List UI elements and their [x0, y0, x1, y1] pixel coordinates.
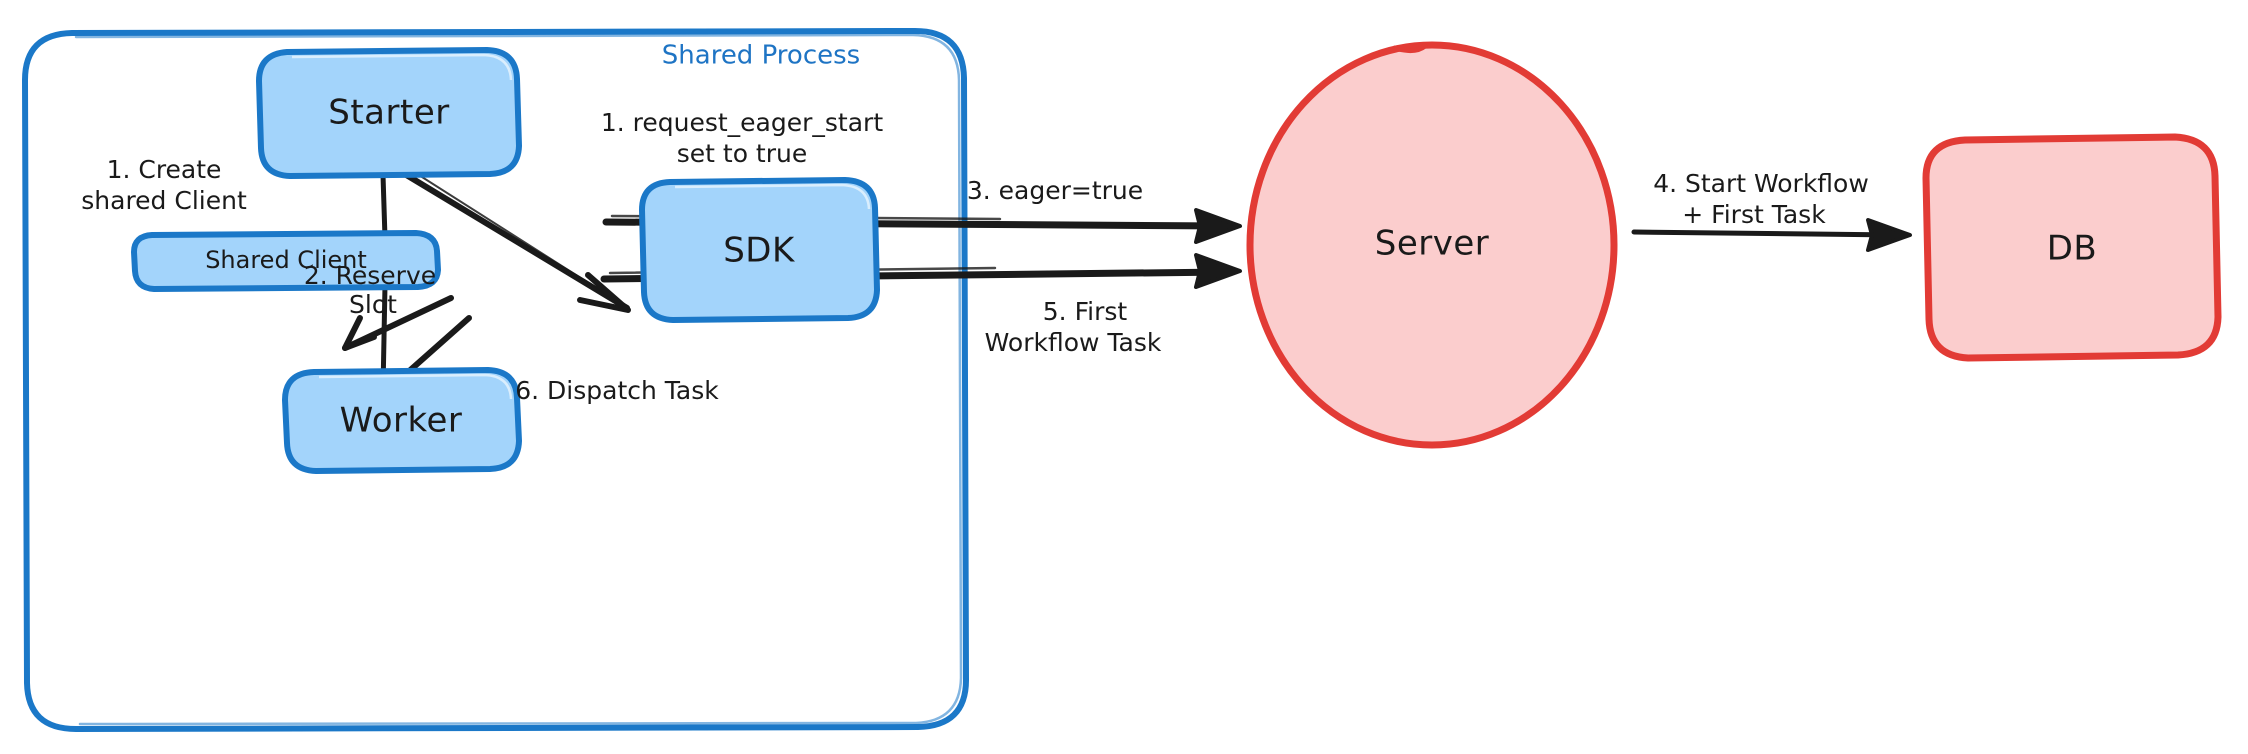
shared-process-border — [22, 28, 969, 732]
arrow-head — [1866, 218, 1912, 252]
arrow-shaft — [1631, 229, 1901, 238]
edge-label-line-1: 4. Start Workflow — [1653, 169, 1869, 198]
edge-label-line-2: Workflow Task — [985, 328, 1162, 357]
edge-label-create-shared-client: 1. Create shared Client — [81, 155, 247, 215]
node-shared-client[interactable]: Shared Client — [131, 230, 441, 292]
node-db-label: DB — [2047, 229, 2098, 269]
node-worker[interactable]: Worker — [282, 367, 522, 474]
node-db[interactable]: DB — [1922, 133, 2222, 362]
node-highlight — [318, 373, 513, 400]
node-shape — [131, 230, 441, 292]
edge-label-line-1: 3. eager=true — [967, 176, 1143, 205]
connector-starter-shared-client — [380, 172, 388, 241]
edge-label-start-workflow-first-task: 4. Start Workflow + First Task — [1653, 169, 1869, 229]
edge-label-dispatch-task: 6. Dispatch Task — [515, 376, 719, 405]
node-shape — [256, 47, 522, 179]
edge-label-line-1: 1. Create — [107, 155, 222, 184]
node-sketch-tick — [1392, 43, 1428, 54]
edge-label-line-1: 5. First — [1043, 297, 1128, 326]
node-shape — [1922, 133, 2222, 362]
node-sdk-label: SDK — [723, 231, 796, 271]
arrow-head — [577, 272, 631, 313]
node-server[interactable]: Server — [1246, 41, 1618, 449]
edge-label-eager-true: 3. eager=true — [967, 176, 1143, 205]
edge-label-line-1: 2. Reserve — [304, 261, 436, 290]
arrow-head — [342, 315, 377, 351]
edge-label-line-2: set to true — [677, 139, 808, 168]
node-shape — [639, 177, 880, 323]
node-shape — [282, 367, 522, 474]
arrow-head — [1194, 208, 1242, 244]
edge-label-line-2: shared Client — [81, 186, 247, 215]
node-sdk[interactable]: SDK — [639, 177, 880, 323]
arrow-head — [1194, 253, 1242, 289]
node-starter-label: Starter — [328, 93, 449, 133]
shared-process-label: Shared Process — [662, 41, 860, 71]
connector-line — [380, 172, 388, 241]
shared-process-container: Shared Process — [22, 28, 969, 732]
edge-label-line-2: + First Task — [1682, 200, 1826, 229]
shared-process-border-sketch — [74, 33, 963, 726]
edge-label-first-workflow-task: 5. First Workflow Task — [985, 297, 1162, 357]
arrow-sdk-to-worker-reserve — [342, 295, 454, 351]
node-highlight — [674, 183, 871, 210]
arrow-server-to-db — [1631, 218, 1912, 252]
edge-label-request-eager-start: 1. request_eager_start set to true — [601, 108, 883, 168]
node-starter[interactable]: Starter — [256, 47, 522, 179]
node-highlight — [291, 53, 513, 81]
node-shared-client-label: Shared Client — [205, 246, 367, 274]
edge-label-line-1: 1. request_eager_start — [601, 108, 883, 137]
edge-label-line-2: Slot — [349, 290, 397, 319]
node-server-label: Server — [1375, 224, 1490, 264]
node-shape — [1246, 41, 1618, 449]
edge-label-line-1: 6. Dispatch Task — [515, 376, 719, 405]
edge-label-reserve-slot: 2. Reserve Slot — [304, 261, 436, 319]
node-worker-label: Worker — [340, 401, 463, 441]
